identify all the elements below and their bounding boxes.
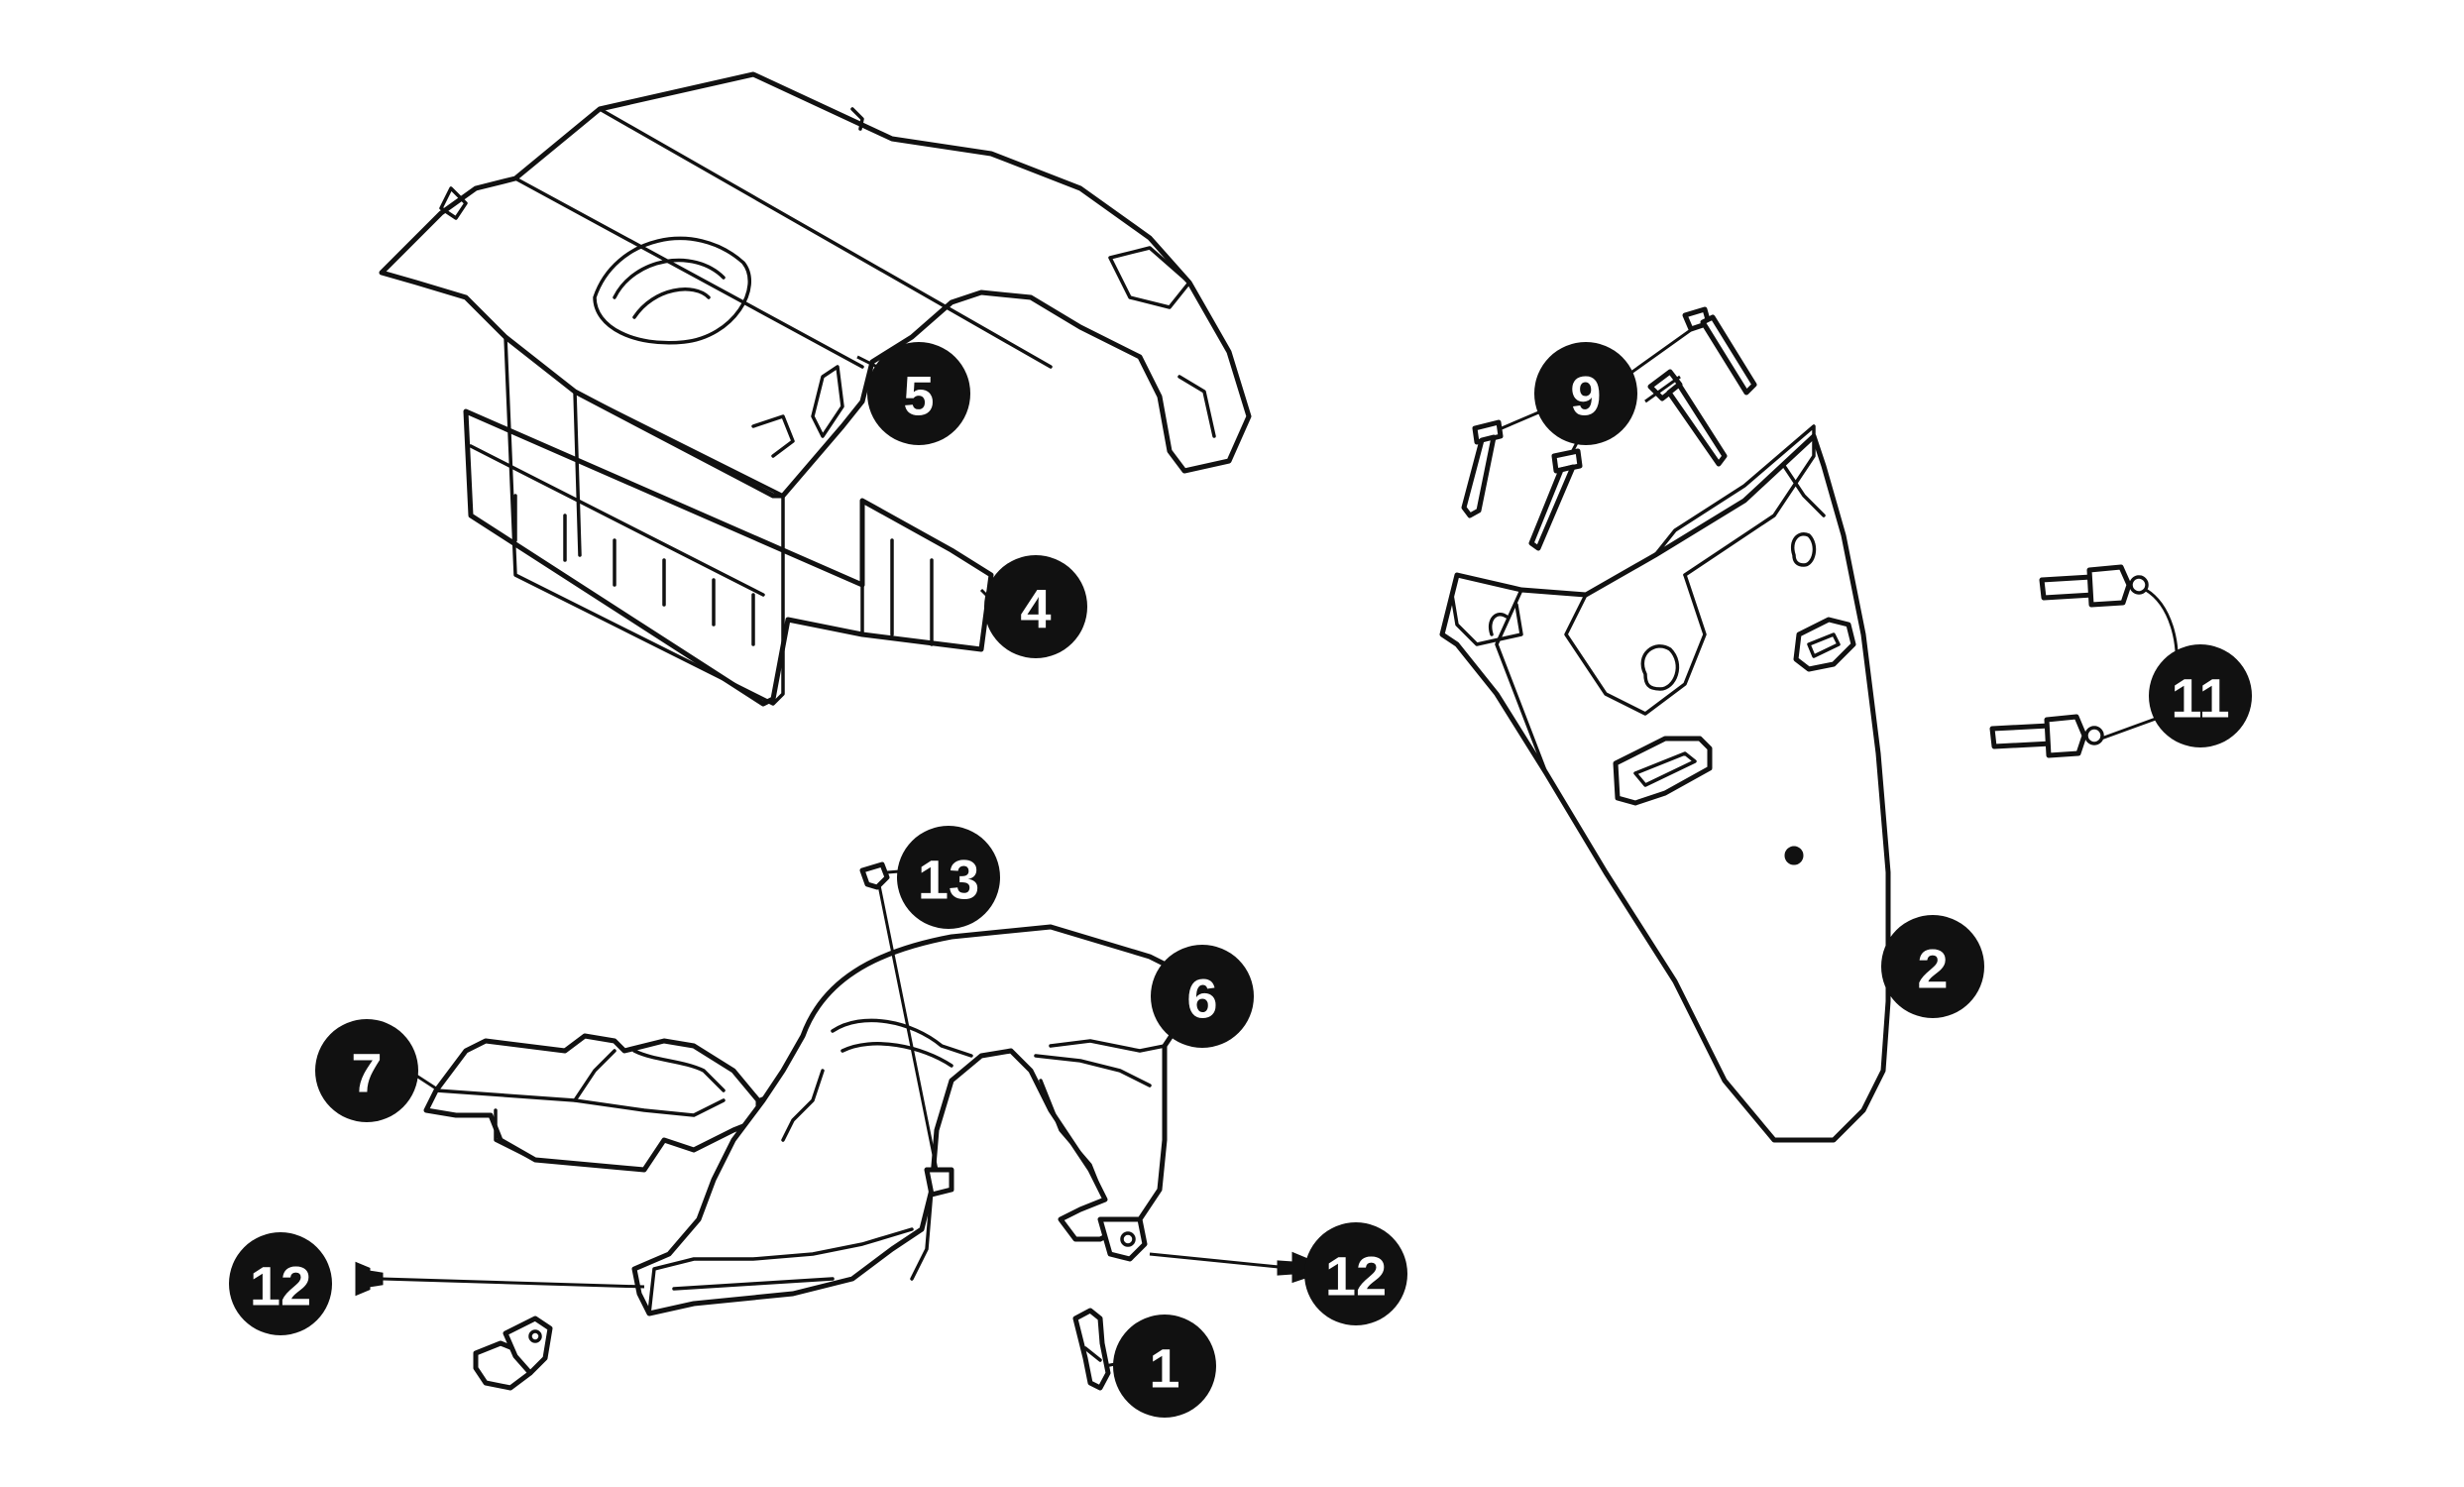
svg-text:1: 1 [1149,1337,1179,1400]
part-9-screws [1461,306,1757,551]
bolt-11-b [1989,714,2104,758]
callout-4: 4 [979,555,1087,658]
svg-text:9: 9 [1570,365,1601,427]
screw-9-b [1528,448,1583,551]
svg-text:7: 7 [351,1042,382,1104]
callout-2: 2 [1881,915,1984,1018]
callout-13: 13 [897,826,1000,929]
svg-text:12: 12 [250,1255,311,1317]
part-11-bolts [1989,564,2179,758]
svg-text:2: 2 [1917,938,1948,1000]
clip-1-right [1072,1308,1111,1391]
svg-text:13: 13 [918,849,979,911]
screw-9-c [1647,369,1728,467]
callout-12-right: 12 [1304,1222,1407,1325]
svg-text:5: 5 [903,365,934,427]
callout-1: 1 [1113,1315,1216,1418]
callout-9: 9 [1534,342,1637,445]
callout-6: 6 [1151,945,1254,1048]
bolt-11-a [2039,564,2149,608]
part-1-clips [473,1308,1121,1391]
part-12-rivets [355,1251,1307,1297]
svg-text:6: 6 [1186,968,1217,1030]
callout-12-left: 12 [229,1232,332,1335]
svg-text:12: 12 [1325,1245,1387,1308]
screw-9-a [1461,419,1504,518]
svg-text:4: 4 [1020,578,1051,640]
rivet-12-right [1277,1251,1307,1284]
part-7-chain-cover [423,1033,795,1173]
part-2-rear-fender [1439,424,1891,1143]
rivet-12-left [355,1261,384,1297]
part-6-front-fender [631,924,1187,1316]
callout-11: 11 [2149,644,2252,747]
part-4-lower-panel [463,408,994,707]
part-13-clip [859,861,939,1171]
clip-1-left [473,1315,553,1391]
part-5-battery-tray [379,71,1252,706]
callout-7: 7 [315,1019,437,1122]
svg-text:11: 11 [2171,667,2229,730]
screw-9-d [1682,306,1757,396]
callout-5: 5 [856,342,970,445]
